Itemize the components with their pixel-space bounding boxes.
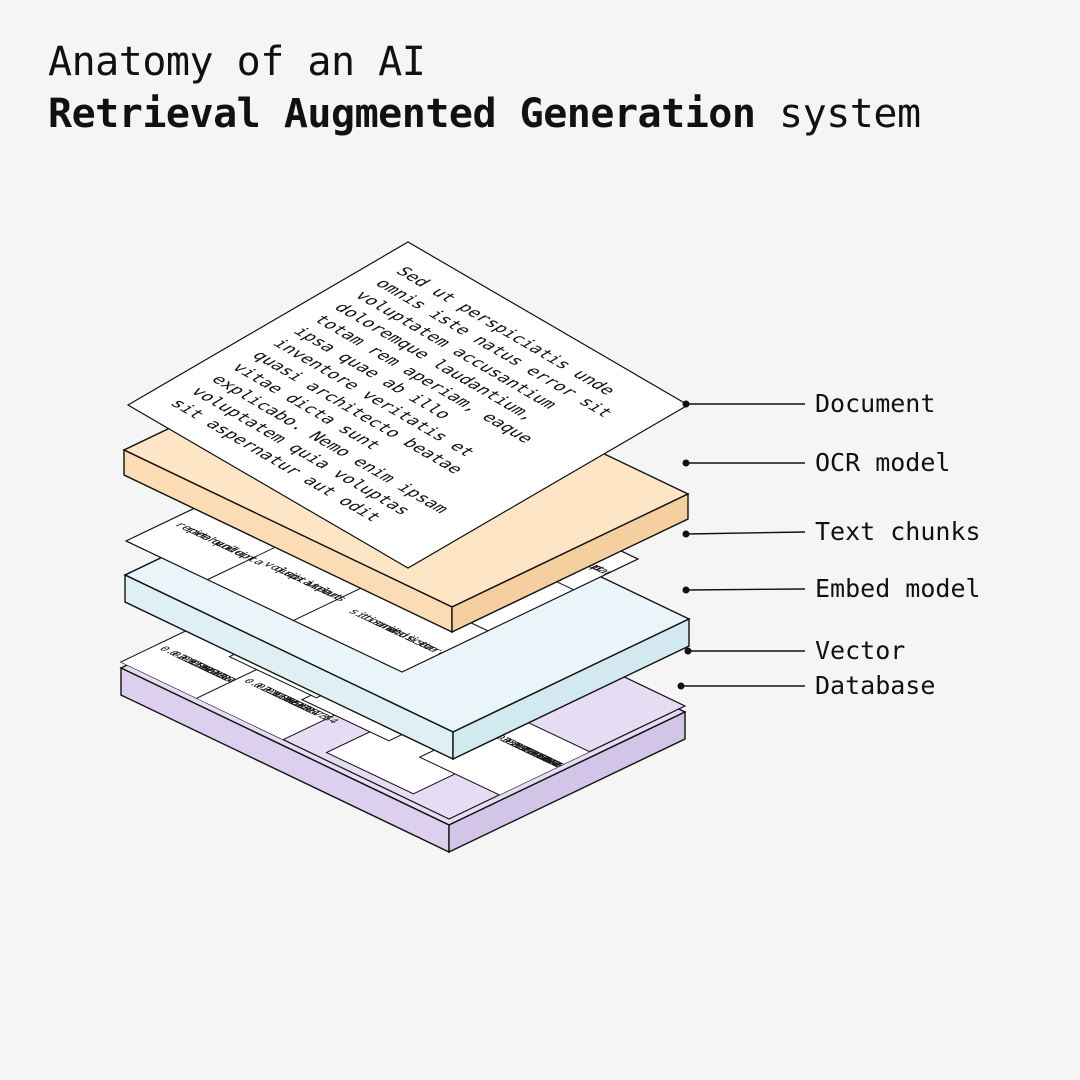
- leader-line: [685, 531, 806, 535]
- title-line-2: Retrieval Augmented Generation system: [48, 88, 921, 140]
- database-slab-right: [448, 710, 686, 854]
- layer-label-embed: Embed model: [815, 574, 981, 603]
- title-rest: system: [755, 91, 921, 137]
- layer-label-ocr: OCR model: [815, 448, 950, 477]
- layer-label-chunks: Text chunks: [815, 517, 981, 546]
- ocr-slab-right: [451, 492, 689, 634]
- title-bold: Retrieval Augmented Generation: [48, 91, 756, 137]
- layer-label-document: Document: [815, 389, 935, 418]
- title-line-1: Anatomy of an AI: [48, 39, 426, 85]
- leader-line: [685, 588, 806, 591]
- embed-slab-right: [452, 617, 690, 761]
- layer-label-vector: Vector: [815, 636, 905, 665]
- layer-label-database: Database: [815, 671, 935, 700]
